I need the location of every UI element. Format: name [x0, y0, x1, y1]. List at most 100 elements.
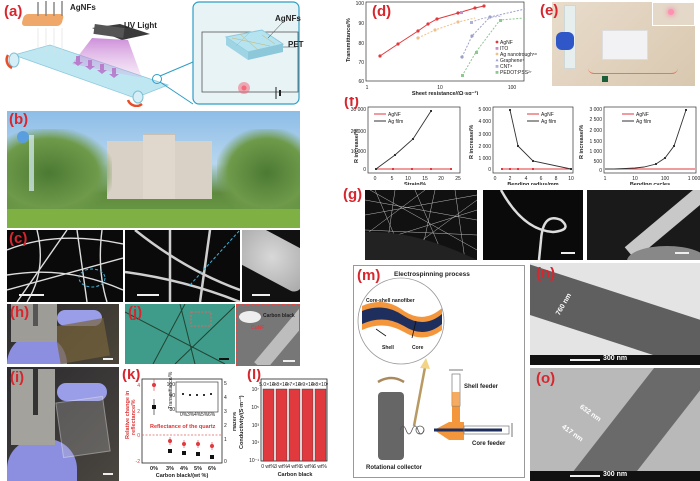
fiber-tem	[556, 368, 700, 481]
glove-finger	[57, 383, 107, 401]
svg-text:Ag nanotrough⁵⁸: Ag nanotrough⁵⁸	[500, 52, 537, 58]
svg-text:4.8×10⁶: 4.8×10⁶	[311, 382, 328, 388]
glove-hand	[17, 131, 29, 143]
svg-text:30 000: 30 000	[351, 107, 367, 113]
svg-text:Strain/%: Strain/%	[404, 182, 426, 185]
svg-text:15: 15	[422, 176, 428, 182]
svg-text:2: 2	[137, 409, 140, 415]
panel-label-h: (h)	[10, 304, 30, 321]
svg-text:5%: 5%	[194, 466, 202, 472]
svg-text:Conductivity/(S·m⁻¹): Conductivity/(S·m⁻¹)	[238, 395, 245, 449]
svg-text:100: 100	[508, 85, 517, 91]
scale-strip	[530, 355, 700, 365]
svg-text:3 000: 3 000	[478, 132, 491, 138]
battery	[602, 76, 608, 82]
svg-text:R increase/%: R increase/%	[579, 125, 585, 159]
panel-c-sem-low: (c)	[7, 230, 123, 302]
svg-text:Sheet resistance/(Ω·sq⁻¹): Sheet resistance/(Ω·sq⁻¹)	[412, 90, 478, 95]
svg-text:500: 500	[594, 159, 603, 165]
panel-a-roll-to-roll-schematic: (a) AgNFs UV Light	[0, 0, 300, 107]
trees-right	[217, 129, 300, 209]
svg-text:0: 0	[363, 167, 366, 173]
carbon-black-label: Carbon black	[263, 313, 295, 319]
svg-text:1 500: 1 500	[589, 139, 602, 145]
panel-label-i: (i)	[10, 369, 25, 386]
svg-text:Carbon black/(wt %): Carbon black/(wt %)	[156, 473, 209, 479]
panel-label-j: (j)	[128, 304, 143, 321]
scale-bar	[283, 360, 295, 362]
panel-b-campus-photo: (b)	[7, 111, 300, 228]
panel-m-electrospinning-diagram: (m) Electrospinning process Core-shell n…	[353, 265, 525, 478]
core-label: Core	[412, 345, 424, 351]
svg-text:4 000: 4 000	[478, 119, 491, 125]
svg-text:4: 4	[137, 383, 140, 389]
agnfs-label: AgNFs	[70, 3, 96, 12]
building-center	[143, 133, 175, 199]
probe	[33, 369, 38, 415]
panel-i-photo: (i)	[7, 367, 119, 481]
scale-bar	[561, 252, 575, 254]
svg-text:10⁻¹: 10⁻¹	[249, 458, 259, 464]
nanofiber-closeup	[125, 230, 240, 302]
svg-text:1: 1	[224, 437, 227, 443]
svg-text:2: 2	[224, 423, 227, 429]
panel-e-photo: (e)	[540, 0, 700, 88]
panel-label-d: (d)	[372, 3, 392, 20]
svg-text:5.0×10⁶: 5.0×10⁶	[259, 382, 277, 388]
svg-text:AgNF: AgNF	[388, 112, 401, 118]
svg-text:10⁷: 10⁷	[252, 387, 260, 393]
svg-text:Bending cycles: Bending cycles	[630, 182, 670, 185]
cross-section	[239, 311, 261, 323]
scale-bar	[252, 294, 270, 296]
panel-o-tem-image: 300 nm 632 nm 417 nm (o)	[530, 368, 700, 481]
svg-text:4.9×10⁶: 4.9×10⁶	[298, 382, 316, 388]
scale-bar	[103, 358, 113, 360]
svg-text:4: 4	[525, 176, 528, 182]
svg-text:4%: 4%	[180, 466, 188, 472]
transparent-film	[54, 317, 110, 364]
svg-text:100: 100	[661, 176, 670, 182]
inset-pet-label: PET	[288, 40, 304, 49]
svg-text:Transmittance/%: Transmittance/%	[346, 18, 352, 62]
panel-label-e: (e)	[540, 2, 559, 19]
panel-label-c: (c)	[9, 230, 28, 247]
svg-text:0: 0	[374, 176, 377, 182]
svg-text:70: 70	[358, 60, 364, 66]
svg-text:2 500: 2 500	[589, 117, 602, 123]
svg-text:AgNF: AgNF	[541, 112, 554, 118]
led-inset	[652, 2, 695, 26]
svg-text:0%: 0%	[180, 412, 188, 418]
svg-text:AgNF: AgNF	[636, 112, 649, 118]
svg-text:80: 80	[169, 407, 175, 413]
svg-text:3%: 3%	[166, 466, 174, 472]
panel-c-sem-mid	[125, 230, 240, 302]
panel-c-sem-high	[242, 230, 300, 302]
svg-text:Bending radius/mm: Bending radius/mm	[507, 182, 558, 185]
svg-text:90: 90	[358, 21, 364, 27]
svg-text:Haze/%: Haze/%	[233, 412, 238, 431]
svg-text:100: 100	[167, 382, 176, 388]
svg-text:2 000: 2 000	[589, 128, 602, 134]
svg-text:Ag film: Ag film	[388, 119, 403, 125]
svg-text:4.7×10⁶: 4.7×10⁶	[285, 382, 303, 388]
svg-text:1: 1	[366, 85, 369, 91]
svg-text:5 000: 5 000	[478, 107, 491, 113]
panel-j-sem-inset: Carbon black CuNF	[236, 304, 300, 366]
svg-text:5: 5	[391, 176, 394, 182]
svg-text:4: 4	[224, 395, 227, 401]
transparent-film	[55, 395, 111, 459]
svg-text:10³: 10³	[252, 423, 260, 429]
svg-text:5%: 5%	[201, 412, 209, 418]
panel-h-photo: (h)	[7, 304, 119, 364]
svg-text:80: 80	[358, 41, 364, 47]
panel-label-a: (a)	[4, 3, 23, 20]
svg-text:AgNF: AgNF	[500, 40, 513, 46]
